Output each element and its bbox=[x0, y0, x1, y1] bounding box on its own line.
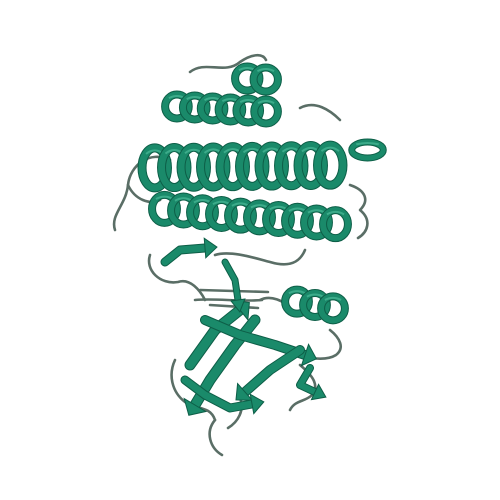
helix-turn bbox=[236, 142, 269, 190]
helix-turn bbox=[233, 95, 264, 126]
helix-turn-highlight bbox=[356, 142, 379, 146]
beta-strand bbox=[161, 244, 209, 266]
alpha-helix bbox=[148, 190, 352, 243]
beta-strand-arrowhead bbox=[183, 397, 208, 416]
alpha-helix bbox=[137, 140, 348, 193]
helix-turn bbox=[168, 193, 199, 228]
alpha-helix bbox=[231, 62, 282, 96]
helix-turn bbox=[244, 200, 275, 235]
helix-turn bbox=[232, 63, 263, 94]
alpha-helices bbox=[137, 62, 387, 325]
helix-turn bbox=[206, 196, 237, 231]
helix-turn bbox=[263, 202, 294, 237]
helix-turn bbox=[179, 92, 210, 123]
loop-coil bbox=[147, 253, 207, 302]
helix-turn bbox=[251, 96, 281, 127]
beta-strand-arrowhead bbox=[300, 343, 318, 367]
beta-strand-arrowhead bbox=[310, 383, 327, 401]
helix-turn bbox=[225, 198, 256, 233]
helix-turn bbox=[282, 203, 313, 238]
helix-turn bbox=[197, 143, 230, 191]
alpha-helix bbox=[281, 285, 349, 325]
loop-coil bbox=[208, 303, 260, 310]
beta-strand bbox=[241, 346, 304, 396]
helix-turn bbox=[197, 93, 228, 124]
beta-strand bbox=[185, 305, 245, 370]
helix-turn bbox=[250, 64, 281, 95]
helix-turn bbox=[187, 195, 218, 230]
helix-turn bbox=[282, 286, 312, 317]
loop-coil bbox=[348, 183, 369, 240]
helix-turn bbox=[162, 91, 192, 122]
helix-turn-highlight bbox=[288, 290, 306, 295]
beta-sheets bbox=[160, 237, 327, 416]
helix-turn-highlight bbox=[320, 146, 340, 152]
helix-turn bbox=[255, 142, 288, 190]
helix-turn bbox=[320, 207, 351, 242]
loop-coil bbox=[213, 248, 307, 266]
helix-turn bbox=[275, 142, 308, 190]
helix-turn-highlight bbox=[324, 296, 342, 301]
helix-turn bbox=[158, 144, 191, 192]
alpha-helix bbox=[348, 138, 387, 162]
loop-coil bbox=[188, 53, 268, 74]
helix-turn bbox=[149, 191, 180, 226]
loop-coil bbox=[193, 298, 264, 302]
helix-turn bbox=[177, 143, 210, 191]
helix-turn bbox=[215, 94, 246, 125]
helix-turn-highlight bbox=[256, 68, 275, 73]
helix-turn-highlight bbox=[306, 293, 324, 298]
loop-coil bbox=[298, 103, 342, 122]
loop-coil bbox=[208, 418, 224, 457]
beta-strand-arrowhead bbox=[235, 382, 254, 401]
helix-turn-highlight bbox=[326, 210, 345, 216]
helix-turn bbox=[216, 143, 249, 191]
beta-strand-arrowhead bbox=[230, 298, 246, 313]
helix-turn bbox=[294, 141, 327, 189]
loop-coil bbox=[226, 396, 243, 430]
beta-strand-arrowhead bbox=[249, 393, 265, 415]
helix-turn bbox=[314, 141, 347, 189]
beta-strand bbox=[181, 376, 256, 412]
helix-turn-highlight bbox=[257, 100, 275, 105]
beta-strand bbox=[222, 259, 241, 303]
beta-strand bbox=[297, 365, 318, 395]
alpha-helix bbox=[161, 90, 282, 128]
helix-turn bbox=[138, 144, 171, 192]
beta-strand-arrowhead bbox=[203, 237, 218, 259]
helix-turn bbox=[301, 205, 332, 240]
beta-strand bbox=[201, 316, 309, 359]
helix-turn bbox=[300, 290, 330, 320]
helix-turn bbox=[318, 293, 348, 324]
